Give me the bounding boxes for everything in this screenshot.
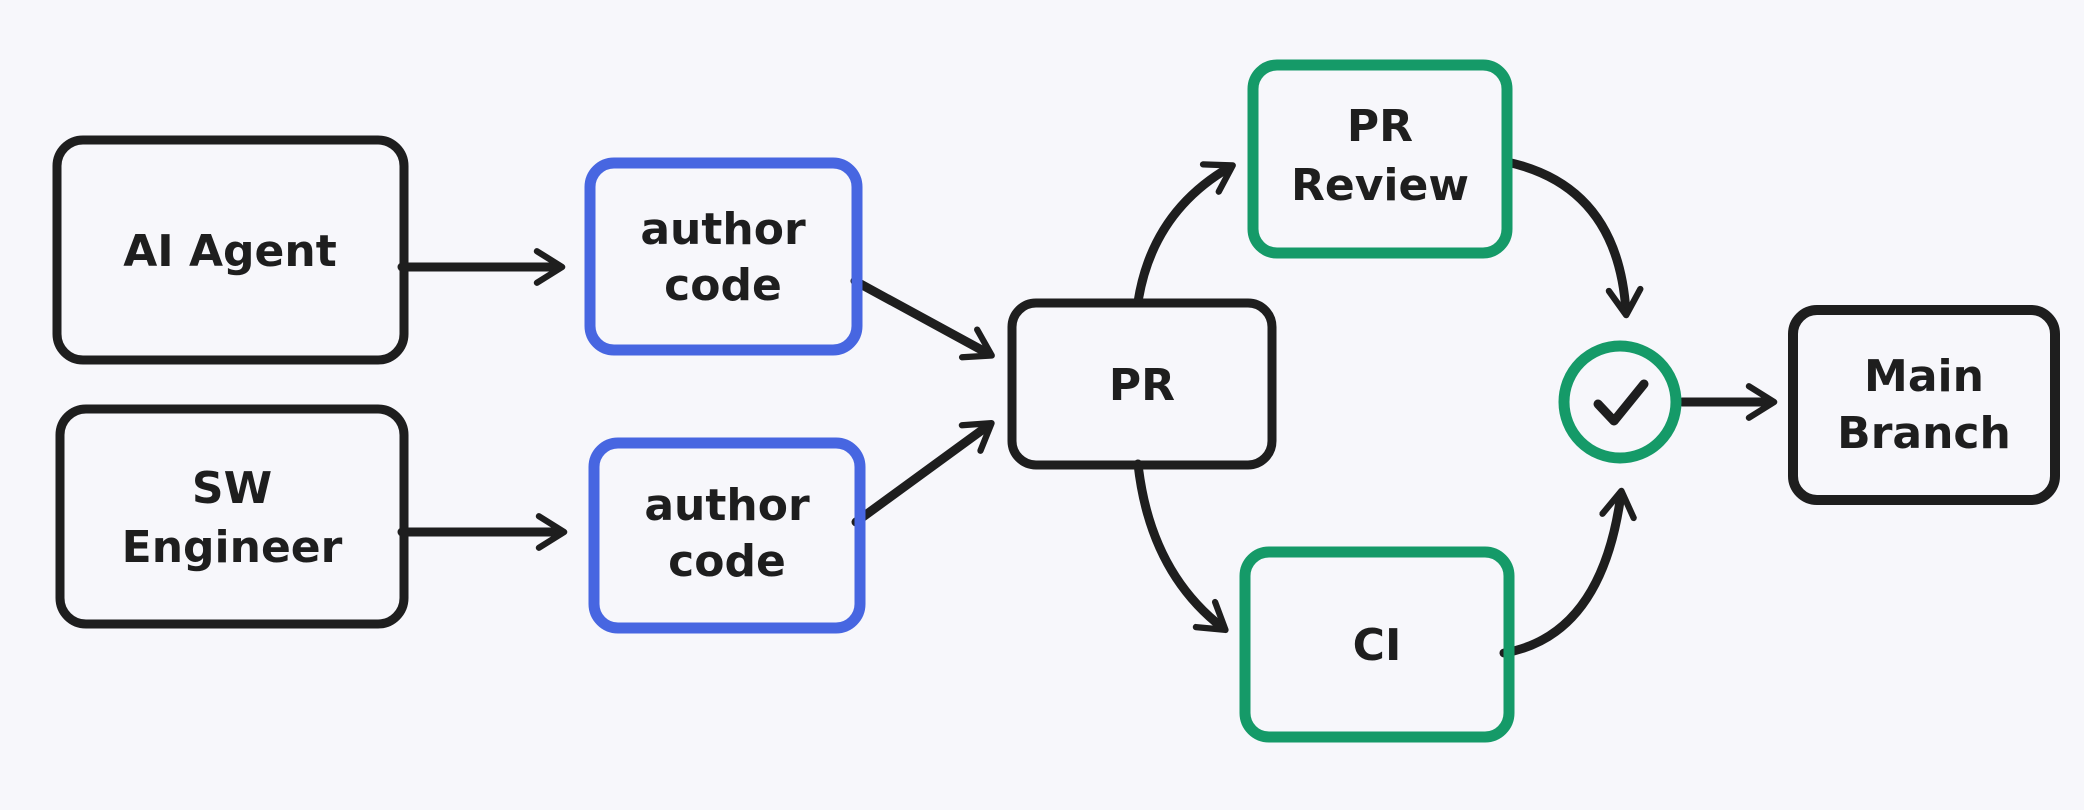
node-author-code-top: author code bbox=[584, 157, 863, 356]
node-pr: PR bbox=[1007, 298, 1277, 470]
node-sw-engineer: SW Engineer bbox=[55, 404, 409, 629]
pr-box bbox=[1007, 298, 1277, 470]
pr-label: PR bbox=[1109, 360, 1175, 411]
pr-review-label-line2: Review bbox=[1291, 160, 1469, 211]
edge-author-code-bottom-to-pr bbox=[851, 419, 995, 527]
ci-label: CI bbox=[1353, 620, 1402, 671]
node-ci: CI bbox=[1239, 546, 1515, 743]
ai-agent-box bbox=[52, 135, 409, 365]
node-ai-agent: AI Agent bbox=[52, 135, 409, 365]
author-code-bottom-label-line1: author bbox=[644, 480, 810, 531]
ai-agent-label: AI Agent bbox=[123, 226, 337, 277]
edge-pr-to-pr-review bbox=[1133, 161, 1236, 307]
edge-ci-to-check bbox=[1499, 487, 1637, 658]
approved-check-circle bbox=[1558, 340, 1682, 464]
pr-review-box bbox=[1247, 59, 1513, 259]
ci-box bbox=[1239, 546, 1515, 743]
check-icon bbox=[1593, 379, 1649, 426]
edges-layer bbox=[397, 157, 1778, 658]
author-code-bottom-label-line2: code bbox=[668, 536, 786, 587]
main-branch-label-line1: Main bbox=[1864, 351, 1984, 402]
author-code-top-label-line2: code bbox=[664, 260, 782, 311]
sw-engineer-label-line1: SW bbox=[192, 463, 272, 514]
node-pr-review: PR Review bbox=[1247, 59, 1513, 259]
edge-pr-review-to-check bbox=[1502, 157, 1644, 319]
sw-engineer-label-line2: Engineer bbox=[122, 522, 343, 573]
sw-engineer-box bbox=[55, 404, 409, 629]
node-author-code-bottom: author code bbox=[588, 437, 866, 634]
main-branch-box bbox=[1788, 305, 2060, 505]
edge-author-code-top-to-pr bbox=[850, 276, 995, 361]
author-code-top-label-line1: author bbox=[640, 204, 806, 255]
main-branch-label-line2: Branch bbox=[1837, 408, 2011, 459]
edge-pr-to-ci bbox=[1133, 459, 1229, 634]
author-code-bottom-box bbox=[588, 437, 866, 634]
author-code-top-box bbox=[584, 157, 863, 356]
node-main-branch: Main Branch bbox=[1788, 305, 2060, 505]
node-approved-check bbox=[1558, 340, 1682, 464]
pr-review-label-line1: PR bbox=[1347, 101, 1413, 152]
